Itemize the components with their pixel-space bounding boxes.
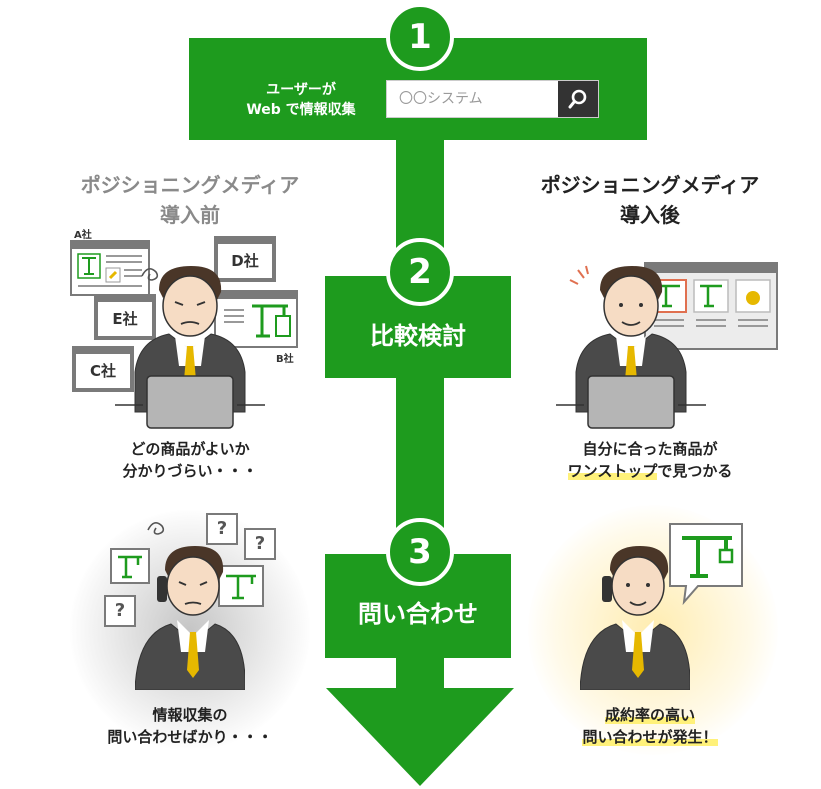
question-box-1: ? — [206, 513, 238, 545]
search-icon — [568, 89, 587, 109]
after-caption-2-line1: 成約率の高い — [604, 706, 695, 724]
comparison-site-window — [644, 262, 778, 350]
crane-speech-bubble — [669, 523, 743, 606]
company-c-card: C社 — [72, 346, 134, 392]
before-title-line1: ポジショニングメディア — [80, 173, 300, 197]
company-d-label: D社 — [231, 252, 259, 270]
confused-man-phone-illustration — [135, 546, 245, 690]
before-caption-1-line2: 分かりづらい・・・ — [122, 462, 258, 480]
crane-card-1 — [110, 548, 150, 584]
company-d-card: D社 — [214, 236, 276, 282]
before-caption-1-line1: どの商品がよいか — [130, 440, 250, 458]
company-b-label: B社 — [276, 354, 294, 365]
dizzy-icon — [141, 268, 159, 281]
company-a-label: A社 — [74, 230, 92, 241]
after-caption-2: 成約率の高い 問い合わせが発生！ — [520, 704, 780, 748]
step-3-label: 問い合わせ — [358, 600, 478, 628]
question-box-3: ? — [104, 595, 136, 627]
after-caption-1-line1: 自分に合った商品が — [582, 440, 718, 458]
after-title-line2: 導入後 — [620, 203, 680, 227]
before-caption-2-line2: 問い合わせばかり・・・ — [107, 728, 273, 746]
step-2-badge: 2 — [386, 238, 454, 306]
company-e-label: E社 — [112, 310, 138, 328]
before-title-line2: 導入前 — [160, 203, 220, 227]
after-caption-1: 自分に合った商品が ワンストップで見つかる — [520, 438, 780, 482]
after-caption-1-rest: で見つかる — [657, 462, 733, 480]
company-a-page — [70, 240, 150, 296]
before-caption-2-line1: 情報収集の — [152, 706, 228, 724]
smiling-man-phone-illustration — [580, 546, 690, 690]
search-input[interactable]: 〇〇システム — [386, 80, 599, 118]
question-box-2: ? — [244, 528, 276, 560]
step-3-badge: 3 — [386, 518, 454, 586]
happy-man-laptop-illustration — [556, 265, 706, 429]
user-search-label: ユーザーが Web で情報収集 — [222, 80, 380, 120]
after-title-line1: ポジショニングメディア — [540, 173, 760, 197]
user-label-line1: ユーザーが — [266, 82, 336, 98]
user-label-line2: Web で情報収集 — [246, 102, 356, 118]
after-caption-2-line2: 問い合わせが発生！ — [582, 728, 718, 746]
before-caption-1: どの商品がよいか 分かりづらい・・・ — [60, 438, 320, 482]
worried-man-laptop-illustration — [115, 266, 265, 429]
step-1-badge: 1 — [386, 3, 454, 71]
dizzy-icon-2 — [147, 522, 165, 535]
search-query: 〇〇システム — [399, 91, 483, 107]
search-button[interactable] — [558, 81, 598, 117]
step-2-label: 比較検討 — [370, 322, 466, 350]
company-c-label: C社 — [89, 362, 116, 380]
after-caption-1-line2: ワンストップで見つかる — [520, 460, 780, 482]
company-b-page — [214, 290, 298, 348]
before-caption-2: 情報収集の 問い合わせばかり・・・ — [60, 704, 320, 748]
before-title: ポジショニングメディア 導入前 — [40, 170, 340, 230]
after-caption-1-highlight: ワンストップ — [567, 462, 658, 480]
after-title: ポジショニングメディア 導入後 — [500, 170, 800, 230]
company-e-card: E社 — [94, 294, 156, 340]
